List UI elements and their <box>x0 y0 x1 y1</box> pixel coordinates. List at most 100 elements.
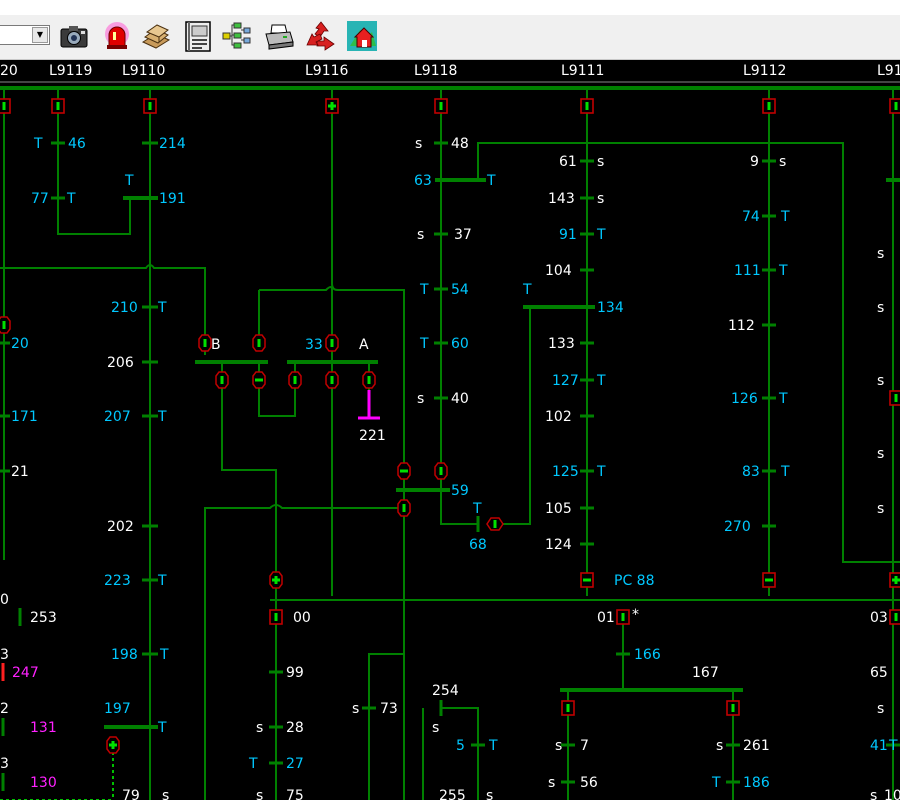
camera-icon[interactable] <box>57 19 91 53</box>
header-l9111: L9111 <box>561 63 604 79</box>
label-112: 112 <box>728 318 755 334</box>
label-74-t: T <box>780 209 790 225</box>
chevron-down-icon[interactable]: ▼ <box>32 27 48 43</box>
notepad-icon[interactable] <box>181 19 215 53</box>
printer-icon[interactable] <box>262 19 296 53</box>
label-right-s4: s <box>877 446 884 462</box>
toolbar: ▼ <box>0 15 900 60</box>
label-68: 68 <box>469 537 487 553</box>
label-126-t: T <box>778 391 788 407</box>
label-270: 270 <box>724 519 751 535</box>
label-166: 166 <box>634 647 661 663</box>
ground-symbol <box>358 390 380 420</box>
label-59: 59 <box>451 483 469 499</box>
label-60: 60 <box>451 336 469 352</box>
label-46: 46 <box>68 136 86 152</box>
label-7: 7 <box>580 738 589 754</box>
sub-busbars <box>104 178 900 729</box>
label-65-s: s <box>877 701 884 717</box>
label-131: 131 <box>30 720 57 736</box>
label-54-t: T <box>419 282 429 298</box>
label-210: 210 <box>111 300 138 316</box>
label-143-s: s <box>597 191 604 207</box>
header-l9116: L9116 <box>305 63 349 79</box>
map-house-icon[interactable] <box>345 19 379 53</box>
label-254-s: s <box>432 720 439 736</box>
label-255-s: s <box>486 788 493 800</box>
label-206: 206 <box>107 355 134 371</box>
label-73-s: s <box>352 701 359 717</box>
label-3a: 3 <box>0 647 9 663</box>
label-5: 5 <box>456 738 465 754</box>
label-10-s: s <box>870 788 877 800</box>
label-111: 111 <box>734 263 761 279</box>
label-27: 27 <box>286 756 304 772</box>
label-37: 37 <box>454 227 472 243</box>
label-134-t: T <box>522 282 532 298</box>
header-l9118: L9118 <box>414 63 457 79</box>
label-right-s3: s <box>877 373 884 389</box>
label-143: 143 <box>548 191 575 207</box>
label-28: 28 <box>286 720 304 736</box>
label-21: 21 <box>11 464 29 480</box>
label-126: 126 <box>731 391 758 407</box>
label-61-s: s <box>597 154 604 170</box>
window-top-edge <box>0 0 900 15</box>
network-diagram: 20 L9119 L9110 L9116 L9118 L9111 L9112 L… <box>0 63 900 800</box>
label-202: 202 <box>107 519 134 535</box>
label-2: 2 <box>0 701 9 717</box>
label-3b: 3 <box>0 756 9 772</box>
label-right-s2: s <box>877 300 884 316</box>
label-28-s: s <box>256 720 263 736</box>
label-03: 03 <box>870 610 888 626</box>
hierarchy-tree-icon[interactable] <box>219 19 253 53</box>
alarm-siren-icon[interactable] <box>100 19 134 53</box>
label-5-t: T <box>488 738 498 754</box>
label-68-t: T <box>472 501 482 517</box>
label-40-s: s <box>417 391 424 407</box>
label-bus-a: A <box>359 337 369 353</box>
label-9-s: s <box>779 154 786 170</box>
label-223-t: T <box>157 573 167 589</box>
label-46-t: T <box>33 136 43 152</box>
label-48: 48 <box>451 136 469 152</box>
header-l9110: L9110 <box>122 63 165 79</box>
label-102: 102 <box>545 409 572 425</box>
label-00: 00 <box>293 610 311 626</box>
label-65: 65 <box>870 665 888 681</box>
header-l9112: L9112 <box>743 63 786 79</box>
label-171: 171 <box>11 409 38 425</box>
label-197: 197 <box>104 701 131 717</box>
label-79-s: s <box>162 788 169 800</box>
label-54: 54 <box>451 282 469 298</box>
label-41: 41 <box>870 738 888 754</box>
label-48-s: s <box>415 136 422 152</box>
books-icon[interactable] <box>139 19 173 53</box>
label-221: 221 <box>359 428 386 444</box>
label-37-s: s <box>417 227 424 243</box>
label-91-t: T <box>596 227 606 243</box>
label-186: 186 <box>743 775 770 791</box>
label-253: 253 <box>30 610 57 626</box>
label-right-s5: s <box>877 501 884 517</box>
header-l9119: L9119 <box>49 63 92 79</box>
label-99: 99 <box>286 665 304 681</box>
label-01-star: * <box>632 607 639 623</box>
label-111-t: T <box>778 263 788 279</box>
label-77: 77 <box>31 191 49 207</box>
label-40: 40 <box>451 391 469 407</box>
label-125: 125 <box>552 464 579 480</box>
label-223: 223 <box>104 573 131 589</box>
label-261: 261 <box>743 738 770 754</box>
label-105: 105 <box>545 501 572 517</box>
dashed-link <box>0 752 114 800</box>
label-261-s: s <box>716 738 723 754</box>
label-167: 167 <box>692 665 719 681</box>
label-20: 20 <box>11 336 29 352</box>
label-210-t: T <box>157 300 167 316</box>
header-l91: L91 <box>877 63 900 79</box>
recycle-icon[interactable] <box>302 19 336 53</box>
label-56: 56 <box>580 775 598 791</box>
label-186-t: T <box>711 775 721 791</box>
view-combo-box[interactable]: ▼ <box>0 25 50 45</box>
